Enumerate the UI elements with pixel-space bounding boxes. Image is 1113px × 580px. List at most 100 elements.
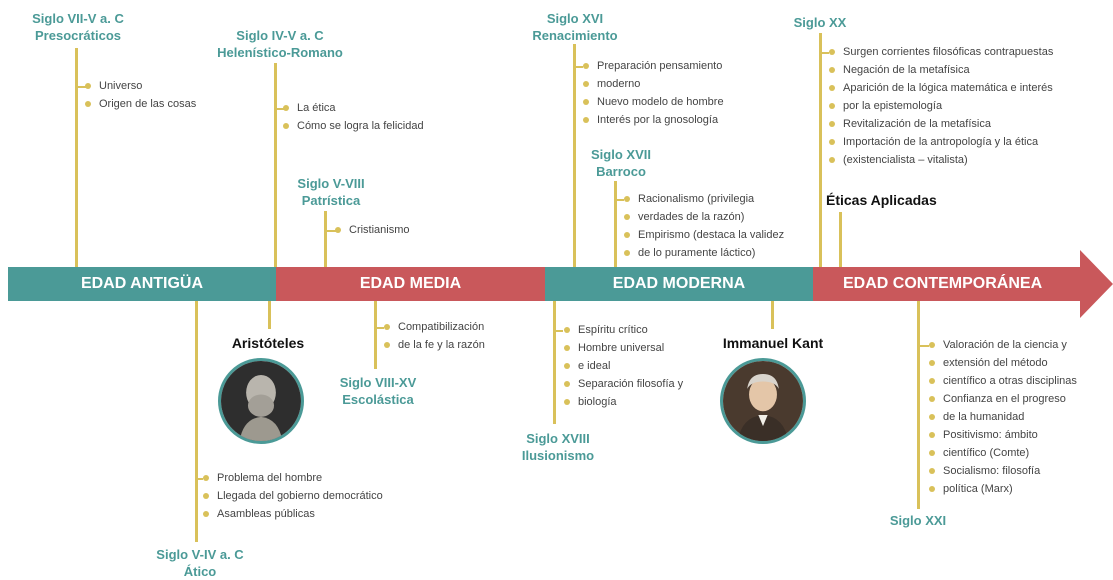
connector-atico	[195, 301, 198, 542]
list-item: Surgen corrientes filosóficas contrapues…	[829, 43, 1053, 61]
stub-siglo-xxi	[917, 345, 929, 347]
heading-ilusionismo-name: Ilusionismo	[521, 448, 595, 463]
list-item-continued: biología	[564, 393, 683, 411]
connector-escolastica	[374, 301, 377, 369]
list-item: Llegada del gobierno democrático	[203, 487, 383, 505]
list-item: Positivismo: ámbito	[929, 426, 1077, 444]
connector-siglo-xx	[819, 33, 822, 267]
heading-patristica-century: Siglo V-VIII	[297, 176, 365, 191]
heading-siglo-xxi-century: Siglo XXI	[889, 513, 947, 528]
list-presocraticos: Universo Origen de las cosas	[85, 77, 196, 113]
heading-ilusionismo-century: Siglo XVIII	[526, 431, 590, 446]
connector-aristoteles	[268, 301, 271, 329]
list-item: Valoración de la ciencia y	[929, 336, 1077, 354]
list-item: Confianza en el progreso	[929, 390, 1077, 408]
heading-helenistico: Siglo IV-V a. C Helenístico-Romano	[200, 27, 360, 61]
list-barroco: Racionalismo (privilegia verdades de la …	[624, 190, 784, 262]
list-item: Racionalismo (privilegia	[624, 190, 784, 208]
heading-renacimiento-name: Renacimiento	[532, 28, 618, 43]
stub-patristica	[324, 230, 336, 232]
list-item: Negación de la metafísica	[829, 61, 1053, 79]
heading-atico-century: Siglo V-IV a. C	[156, 547, 244, 562]
list-item: Nuevo modelo de hombre	[583, 93, 724, 111]
list-ilusionismo: Espíritu crítico Hombre universal e idea…	[564, 321, 683, 411]
list-item: La ética	[283, 99, 424, 117]
list-item: Origen de las cosas	[85, 95, 196, 113]
stub-barroco	[614, 199, 624, 201]
era-media-band: EDAD MEDIA	[276, 267, 545, 301]
era-moderna-band: EDAD MODERNA	[545, 267, 813, 301]
stub-helenistico	[274, 108, 284, 110]
connector-patristica	[324, 211, 327, 267]
connector-ilusionismo	[553, 301, 556, 424]
list-item: Espíritu crítico	[564, 321, 683, 339]
heading-presocraticos-name: Presocráticos	[35, 28, 121, 43]
stub-siglo-xx	[819, 52, 829, 54]
list-renacimiento: Preparación pensamiento moderno Nuevo mo…	[583, 57, 724, 129]
bust-icon	[221, 361, 301, 441]
list-escolastica: Compatibilización de la fe y la razón	[384, 318, 485, 354]
person-icon	[723, 361, 803, 441]
heading-escolastica-name: Escolástica	[342, 392, 414, 407]
list-atico: Problema del hombre Llegada del gobierno…	[203, 469, 383, 523]
heading-barroco: Siglo XVII Barroco	[576, 146, 666, 180]
heading-helenistico-century: Siglo IV-V a. C	[236, 28, 324, 43]
list-siglo-xxi: Valoración de la ciencia y extensión del…	[929, 336, 1077, 498]
list-helenistico: La ética Cómo se logra la felicidad	[283, 99, 424, 135]
heading-ilusionismo: Siglo XVIII Ilusionismo	[508, 430, 608, 464]
heading-atico-name: Ático	[183, 564, 217, 579]
stub-renacimiento	[573, 66, 583, 68]
stub-atico	[195, 478, 203, 480]
heading-escolastica: Siglo VIII-XV Escolástica	[326, 374, 430, 408]
era-antigua-band: EDAD ANTIGÜA	[8, 267, 276, 301]
list-item: Asambleas públicas	[203, 505, 383, 523]
list-item-continued: de lo puramente láctico)	[624, 244, 784, 262]
list-item: Preparación pensamiento	[583, 57, 724, 75]
heading-barroco-century: Siglo XVII	[591, 147, 651, 162]
list-item-continued: e ideal	[564, 357, 683, 375]
heading-barroco-name: Barroco	[596, 164, 646, 179]
figure-kant-label: Immanuel Kant	[722, 335, 824, 351]
list-item: Cristianismo	[335, 221, 410, 239]
list-item: Aparición de la lógica matemática e inte…	[829, 79, 1053, 97]
list-item-continued: de la fe y la razón	[384, 336, 485, 354]
list-item: Empirismo (destaca la validez	[624, 226, 784, 244]
list-item: Hombre universal	[564, 339, 683, 357]
list-item-continued: moderno	[583, 75, 724, 93]
connector-kant	[771, 301, 774, 329]
heading-renacimiento-century: Siglo XVI	[546, 11, 604, 26]
connector-barroco	[614, 181, 617, 267]
heading-escolastica-century: Siglo VIII-XV	[339, 375, 417, 390]
list-item: Universo	[85, 77, 196, 95]
heading-patristica: Siglo V-VIII Patrística	[276, 175, 386, 209]
list-item: Revitalización de la metafísica	[829, 115, 1053, 133]
stub-presocraticos	[75, 86, 87, 88]
list-item: Cómo se logra la felicidad	[283, 117, 424, 135]
list-item-continued: científico a otras disciplinas	[929, 372, 1077, 390]
heading-siglo-xx: Siglo XX	[782, 14, 858, 31]
list-siglo-xx: Surgen corrientes filosóficas contrapues…	[829, 43, 1053, 169]
list-item-continued: (existencialista – vitalista)	[829, 151, 1053, 169]
eticas-aplicadas-label: Éticas Aplicadas	[826, 192, 937, 208]
list-item: Socialismo: filosofía	[929, 462, 1077, 480]
list-item: Interés por la gnosología	[583, 111, 724, 129]
connector-eticas	[839, 212, 842, 267]
heading-siglo-xx-century: Siglo XX	[793, 15, 847, 30]
connector-helenistico	[274, 63, 277, 267]
list-item-continued: extensión del método	[929, 354, 1077, 372]
kant-portrait	[720, 358, 806, 444]
list-item-continued: científico (Comte)	[929, 444, 1077, 462]
heading-presocraticos: Siglo VII-V a. C Presocráticos	[14, 10, 142, 44]
stub-ilusionismo	[553, 330, 563, 332]
list-item: Compatibilización	[384, 318, 485, 336]
list-item-continued: verdades de la razón)	[624, 208, 784, 226]
heading-patristica-name: Patrística	[301, 193, 361, 208]
aristoteles-portrait	[218, 358, 304, 444]
list-item-continued: Importación de la antropología y la étic…	[829, 133, 1053, 151]
list-patristica: Cristianismo	[335, 221, 410, 239]
heading-presocraticos-century: Siglo VII-V a. C	[32, 11, 124, 26]
stub-escolastica	[374, 327, 384, 329]
figure-aristoteles-label: Aristóteles	[231, 335, 305, 351]
connector-renacimiento	[573, 44, 576, 267]
